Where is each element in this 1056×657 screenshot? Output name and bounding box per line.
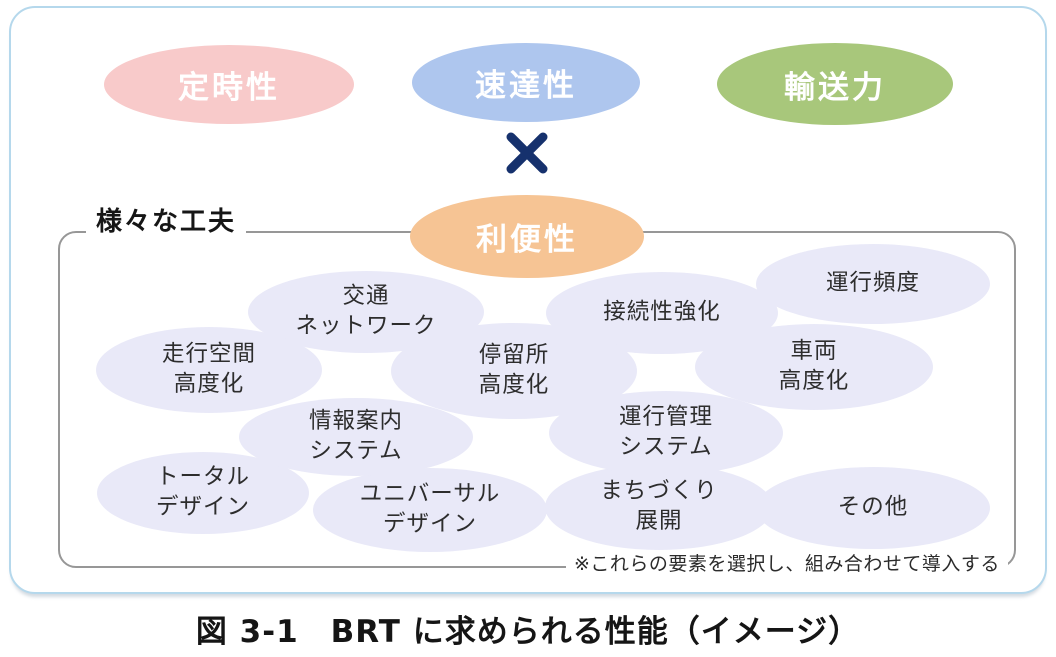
- factor-ellipse-operation-mgmt: 運行管理 システム: [549, 391, 783, 475]
- punctuality-ellipse: 定時性: [104, 45, 354, 124]
- factor-ellipse-vehicle-upgrade: 車両 高度化: [695, 324, 933, 410]
- capacity-ellipse: 輸送力: [717, 43, 953, 125]
- factor-ellipse-info-guidance: 情報案内 システム: [239, 398, 473, 476]
- factor-ellipse-stop-upgrade: 停留所 高度化: [391, 323, 637, 419]
- capacity-label: 輸送力: [784, 69, 886, 106]
- devices-box-label: 様々な工夫: [86, 207, 247, 239]
- factor-ellipse-universal-design: ユニバーサル デザイン: [313, 468, 547, 552]
- factor-ellipse-total-design: トータル デザイン: [97, 452, 309, 534]
- rapidity-label: 速達性: [475, 68, 577, 104]
- multiply-icon: [506, 132, 548, 174]
- devices-box-note: ※これらの要素を選択し、組み合わせて導入する: [566, 551, 1008, 578]
- convenience-label: 利便性: [476, 222, 578, 258]
- factor-ellipse-service-frequency: 運行頻度: [756, 244, 990, 324]
- factor-ellipse-others: その他: [756, 467, 990, 549]
- rapidity-ellipse: 速達性: [412, 43, 640, 122]
- punctuality-label: 定時性: [178, 70, 280, 106]
- convenience-ellipse: 利便性: [410, 195, 644, 278]
- factor-ellipse-running-space: 走行空間 高度化: [96, 327, 322, 413]
- figure-caption: 図 3-1 BRT に求められる性能（イメージ）: [195, 614, 861, 650]
- factor-ellipse-town-development: まちづくり 展開: [545, 464, 773, 550]
